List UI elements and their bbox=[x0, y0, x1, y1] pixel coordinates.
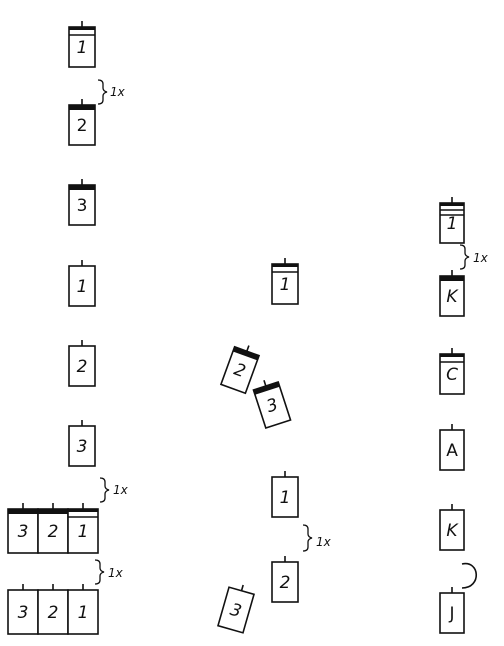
cell: 3 bbox=[7, 584, 39, 635]
cell-top-band bbox=[8, 509, 38, 514]
cell-outline bbox=[439, 353, 465, 395]
cell-top-band bbox=[272, 264, 298, 267]
cell: 1 bbox=[271, 471, 299, 518]
repeat-label: 1x bbox=[110, 85, 126, 99]
cell-top-band bbox=[440, 276, 464, 281]
cell-top-band bbox=[440, 354, 464, 357]
cell-outline bbox=[37, 508, 69, 554]
cell: 2 bbox=[271, 556, 299, 603]
cell-label: 1 bbox=[77, 277, 88, 297]
cell-top-band bbox=[38, 509, 68, 514]
cell-top-band bbox=[69, 185, 95, 190]
cell: 2 bbox=[37, 584, 69, 635]
cell-label: 2 bbox=[77, 357, 88, 377]
cell-label: 3 bbox=[77, 196, 88, 216]
cell: J bbox=[439, 587, 465, 634]
cell: 3 bbox=[7, 503, 39, 554]
cell-label: K bbox=[446, 521, 459, 541]
cell-outline bbox=[439, 275, 465, 317]
repeat-label: 1x bbox=[473, 251, 489, 265]
cell-label: 1 bbox=[447, 214, 458, 234]
cell: 1 bbox=[67, 503, 99, 554]
cell-outline bbox=[67, 589, 99, 635]
cell: 3 bbox=[68, 179, 96, 226]
repeat-marker: 1x bbox=[459, 244, 489, 270]
cell-stalk bbox=[246, 345, 250, 352]
cell-outline bbox=[68, 26, 96, 68]
repeat-marker: 1x bbox=[302, 524, 332, 552]
cell-outline bbox=[217, 586, 255, 634]
cell-outline bbox=[439, 509, 465, 551]
cell: A bbox=[439, 424, 465, 471]
cell-top-band bbox=[232, 346, 260, 361]
right-column: 1K C A K J bbox=[439, 197, 465, 634]
cell: 2 bbox=[37, 503, 69, 554]
cell-outline bbox=[68, 184, 96, 226]
cell: 2 bbox=[68, 340, 96, 387]
cell-label: 1 bbox=[77, 38, 88, 58]
cell-stalk bbox=[263, 380, 267, 387]
cell: C bbox=[439, 348, 465, 395]
cell: 3 bbox=[68, 420, 96, 467]
cell-label: 2 bbox=[48, 603, 59, 623]
cell: 1 bbox=[439, 197, 465, 244]
cell-top-band bbox=[69, 27, 95, 30]
cell-outline bbox=[439, 429, 465, 471]
cell-label: 1 bbox=[280, 275, 291, 295]
cell-outline bbox=[271, 263, 299, 305]
cell-stalk bbox=[240, 584, 244, 591]
cell-outline bbox=[271, 561, 299, 603]
cell-label: 1 bbox=[280, 488, 291, 508]
cell-label: 2 bbox=[77, 116, 88, 136]
cell: K bbox=[439, 504, 465, 551]
cell-label: 2 bbox=[48, 522, 59, 542]
cell-label: 3 bbox=[18, 522, 29, 542]
cell-label: 3 bbox=[77, 437, 88, 457]
cell-label: 1 bbox=[78, 522, 89, 542]
cell-outline bbox=[37, 589, 69, 635]
cell-outline bbox=[68, 425, 96, 467]
cell: 2 bbox=[68, 99, 96, 146]
cell: 1 bbox=[68, 21, 96, 68]
cell-label: 3 bbox=[18, 603, 29, 623]
cell-label: 1 bbox=[78, 603, 89, 623]
repeat-label: 1x bbox=[113, 483, 129, 497]
cell: 1 bbox=[271, 258, 299, 305]
cell-label: C bbox=[446, 365, 458, 385]
repeat-marker: 1x bbox=[97, 79, 126, 105]
repeat-marker: 1x bbox=[94, 559, 124, 585]
cell-label: A bbox=[446, 441, 458, 461]
cell: K bbox=[439, 270, 465, 317]
cell-top-band bbox=[68, 509, 98, 512]
cell: 3 bbox=[217, 584, 255, 634]
repeat-label: 1x bbox=[316, 535, 332, 549]
cell: 1 bbox=[68, 260, 96, 307]
repeat-marker: 1x bbox=[99, 477, 129, 503]
cell-label: K bbox=[446, 287, 459, 307]
cell: 2 bbox=[219, 345, 261, 395]
cell-top-band bbox=[69, 105, 95, 110]
cell-label: 3 bbox=[228, 600, 244, 622]
cell-top-band bbox=[253, 381, 280, 395]
cell: 3 bbox=[252, 380, 292, 430]
cell-top-band bbox=[440, 203, 464, 206]
cell-label: J bbox=[448, 604, 454, 624]
repeat-label: 1x bbox=[108, 566, 124, 580]
cell-label: 2 bbox=[280, 573, 291, 593]
cell-outline bbox=[68, 265, 96, 307]
connector-loop bbox=[461, 562, 477, 589]
cell: 1 bbox=[67, 584, 99, 635]
